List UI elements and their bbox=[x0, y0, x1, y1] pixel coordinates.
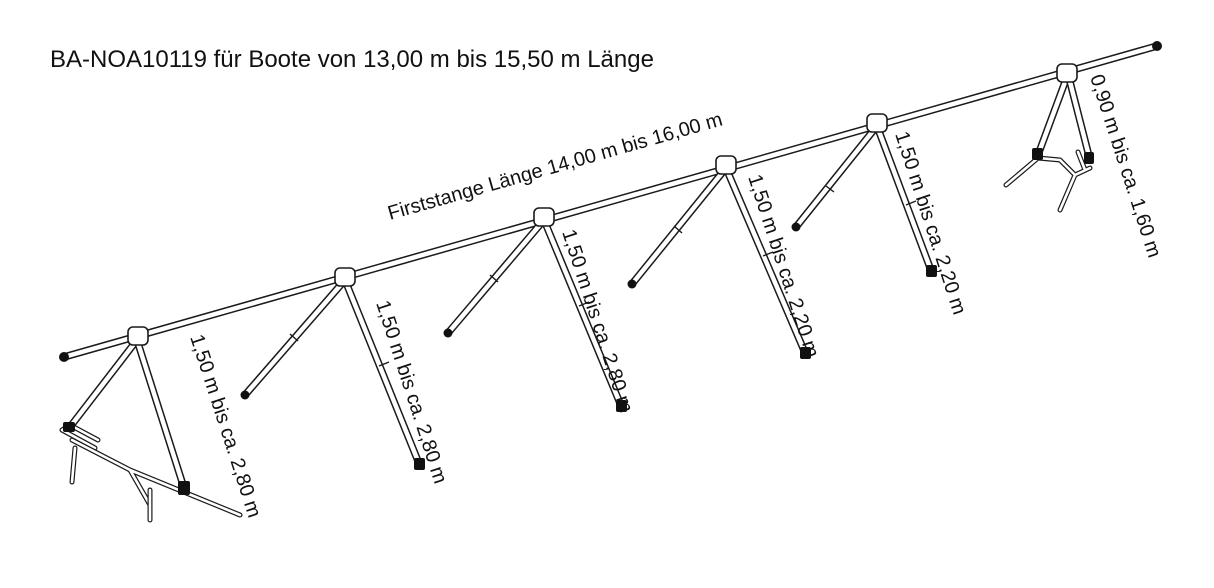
ridge-joint-6 bbox=[1056, 63, 1078, 83]
diagram-title: BA-NOA10119 für Boote von 13,00 m bis 15… bbox=[50, 46, 654, 73]
support-2-length-label: 1,50 m bis ca. 2,80 m bbox=[371, 298, 451, 487]
ridge-end-cap-left bbox=[59, 352, 69, 362]
ridge-end-cap-right bbox=[1152, 41, 1162, 51]
ridge-joint-3 bbox=[533, 207, 555, 227]
support-6-length-label: 0,90 m bis ca. 1,60 m bbox=[1085, 72, 1165, 261]
support-5-length-label: 1,50 m bis ca. 2,20 m bbox=[890, 129, 970, 318]
ridge-joint-1 bbox=[127, 326, 149, 346]
ridge-length-label: Firststange Länge 14,00 m bis 16,00 m bbox=[385, 109, 725, 225]
ridge-joint-5 bbox=[866, 113, 888, 133]
support-4-length-label: 1,50 m bis ca. 2,20 m bbox=[743, 172, 823, 361]
ridge-joint-4 bbox=[715, 155, 737, 175]
support-3-length-label: 1,50 m bis ca. 2,80 m bbox=[557, 227, 637, 416]
ridge-joint-2 bbox=[334, 267, 356, 287]
support-pole-3 bbox=[443, 207, 627, 412]
support-pole-5 bbox=[791, 113, 937, 277]
support-1-length-label: 1,50 m bis ca. 2,80 m bbox=[185, 332, 265, 521]
ridge-pole bbox=[59, 41, 1162, 362]
support-pole-1 bbox=[59, 326, 243, 523]
support-pole-2 bbox=[240, 267, 425, 470]
support-pole-4 bbox=[627, 155, 811, 359]
support-pole-6 bbox=[1003, 63, 1094, 213]
